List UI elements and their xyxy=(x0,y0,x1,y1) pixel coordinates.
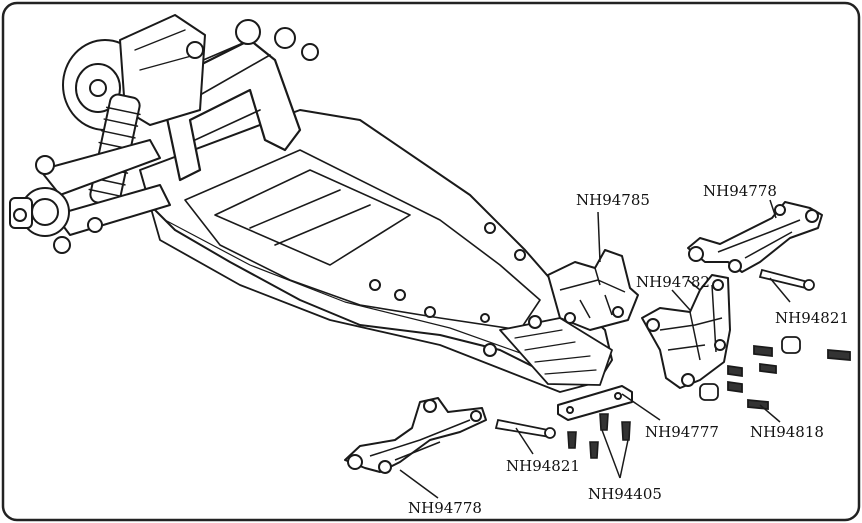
label-nh94778-upper: NH94778 xyxy=(703,182,777,200)
chassis-assembly xyxy=(9,14,613,393)
label-nh94818: NH94818 xyxy=(750,423,824,441)
hub-carrier xyxy=(641,274,731,389)
suspension-arm-upper-right xyxy=(687,201,823,273)
skid-plate xyxy=(557,385,633,421)
leader-lines xyxy=(399,199,791,499)
suspension-arm-lower-left xyxy=(344,397,487,474)
bushing-screw-cluster xyxy=(699,336,851,410)
label-nh94821-bottom: NH94821 xyxy=(506,457,580,475)
label-nh94778-lower: NH94778 xyxy=(408,499,482,517)
label-nh94405: NH94405 xyxy=(588,485,662,503)
label-nh94785: NH94785 xyxy=(576,191,650,209)
label-nh94821-right: NH94821 xyxy=(775,309,849,327)
bumper-plate xyxy=(499,317,613,386)
rear-hub xyxy=(9,187,103,254)
label-nh94777: NH94777 xyxy=(645,423,719,441)
bulkhead-part xyxy=(547,249,639,331)
rear-arm xyxy=(39,139,161,196)
screw-set xyxy=(567,413,631,459)
hinge-pin-right xyxy=(758,268,815,291)
label-nh94782: NH94782 xyxy=(636,273,710,291)
hinge-pin-bottom xyxy=(494,418,556,439)
battery-tray xyxy=(214,169,411,266)
chassis-rail xyxy=(149,204,599,393)
